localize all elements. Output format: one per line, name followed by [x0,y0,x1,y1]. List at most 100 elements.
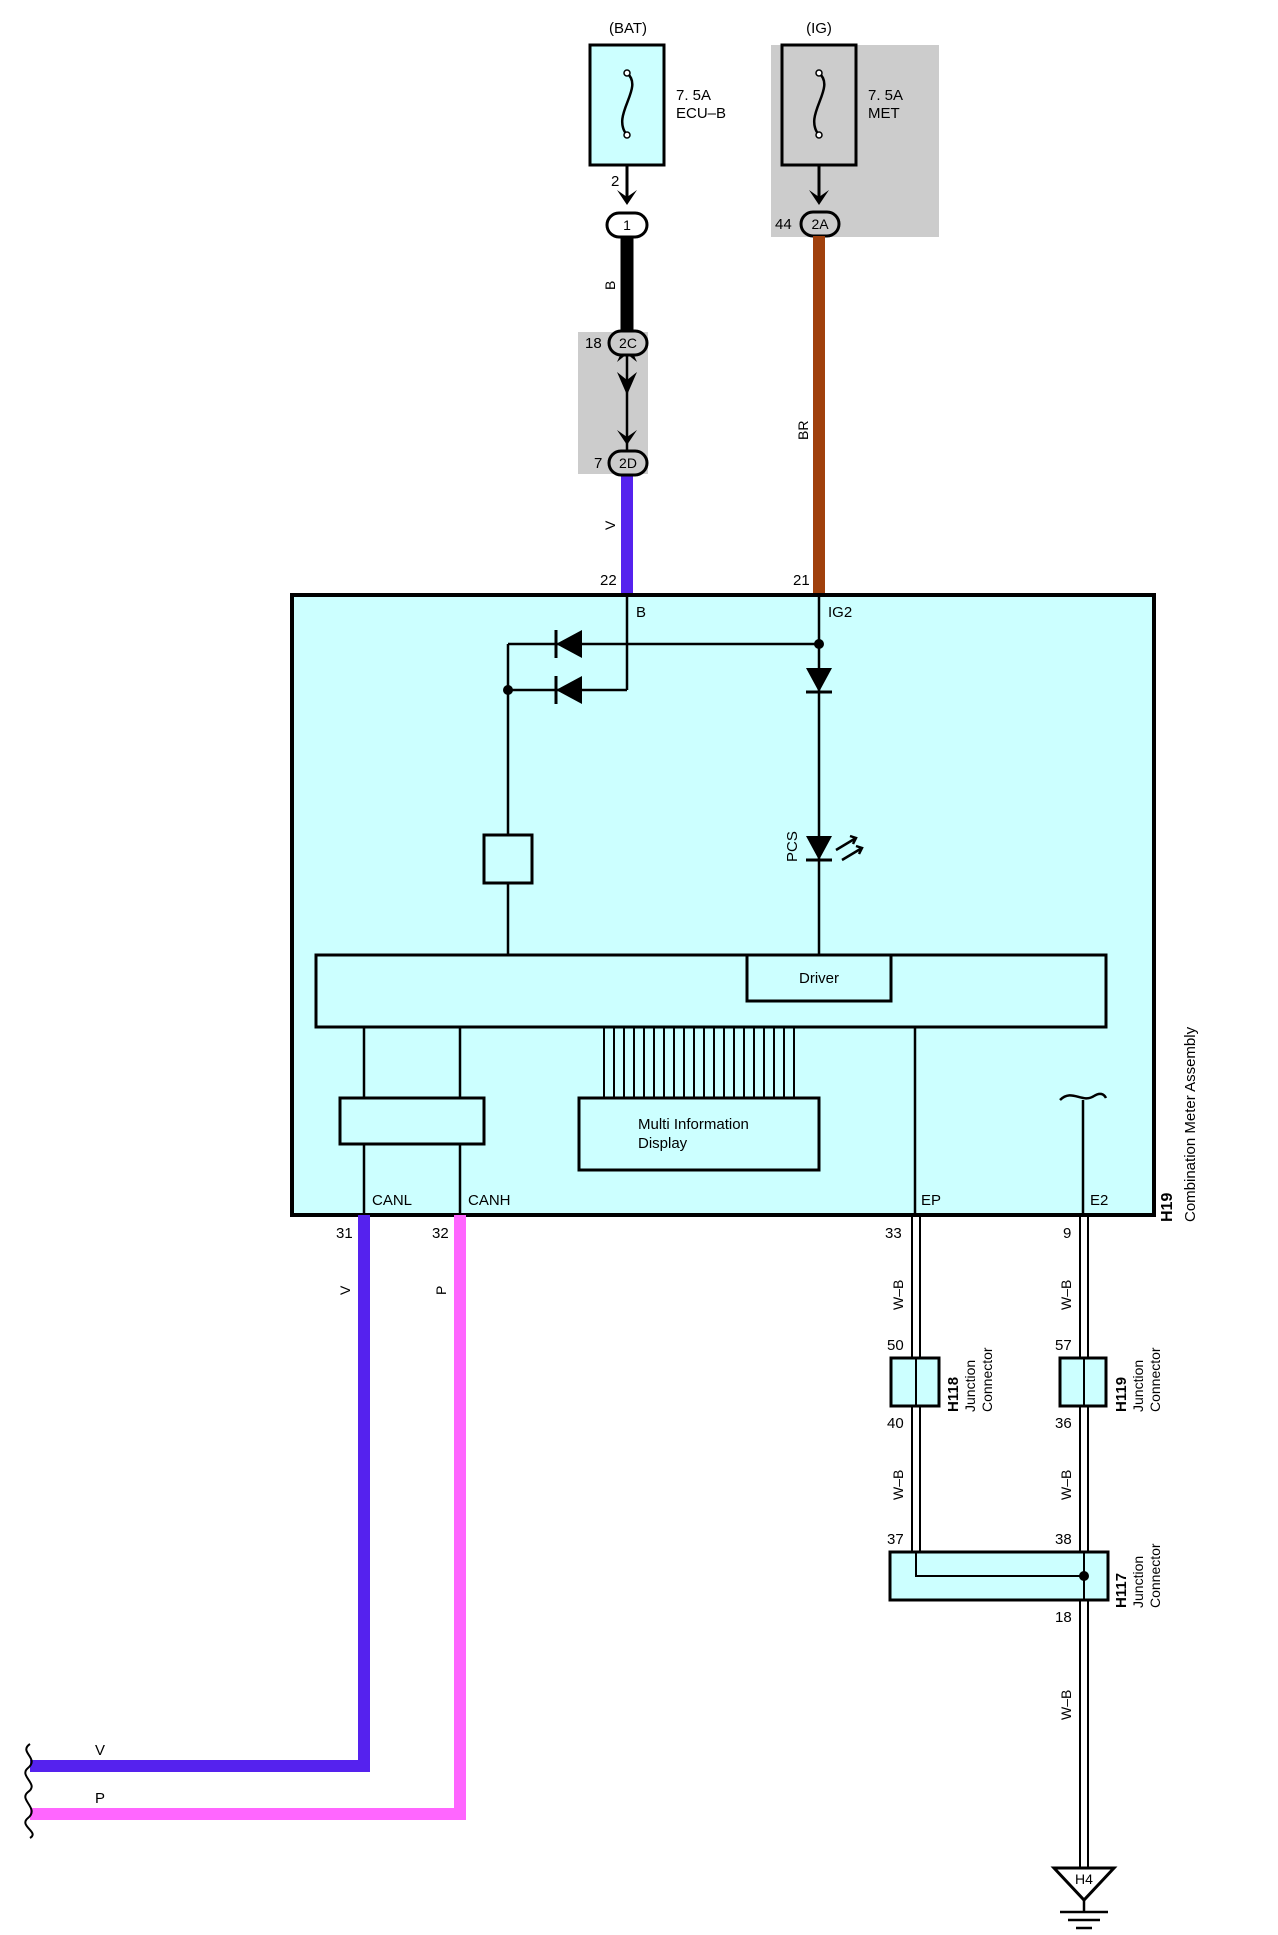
wire-e2-wb-lower [1079,1406,1089,1552]
h117-pin-b: 38 [1055,1531,1072,1548]
ig-fuse-terminal-top [815,69,823,77]
pcs-led-icon [806,836,832,860]
wire-ep-wb [911,1215,921,1358]
pin-ig2-name: IG2 [828,604,852,621]
meter-code: H19 [1159,1193,1176,1222]
ig-arrow [809,190,829,205]
diode-ig2-series-icon [806,668,832,692]
regulator-block [482,833,534,885]
pin-canl-name: CANL [372,1192,412,1209]
h118-code: H118 [945,1377,962,1412]
h119-pin-out: 36 [1055,1415,1072,1432]
wire-b-label: B [602,281,618,290]
display-label-line2: Display [638,1135,688,1152]
h118-line1: Junction [962,1360,978,1412]
bus-v-label: V [95,1742,105,1759]
wire-e2-wb [1079,1215,1089,1358]
connector-1 [605,211,649,239]
node-left [503,685,513,695]
wire-canh-pink [30,1215,466,1820]
pin-b-num: 22 [600,572,617,589]
bat-fuse-name: ECU–B [676,105,726,122]
h119-code: H119 [1113,1377,1130,1412]
pin-b-name: B [636,604,646,621]
pin-canh-num: 32 [432,1225,449,1242]
h117-line1: Junction [1130,1556,1146,1608]
wire-br-label: BR [795,421,811,440]
h117-bus [915,1552,1084,1577]
diode-ig2-icon [556,630,582,658]
driver-label: Driver [799,970,839,987]
ground-h4-code: H4 [1075,1871,1093,1887]
connector-1-id: 1 [623,217,631,233]
wire-ep-upper-label: W–B [890,1280,906,1310]
display-label-line1: Multi Information [638,1116,749,1133]
h117-line2: Connector [1147,1543,1163,1608]
pin-e2-name: E2 [1090,1192,1108,1209]
pin-canl-num: 31 [336,1225,353,1242]
connector-2d-pin: 7 [594,455,602,472]
pin-ep-num: 33 [885,1225,902,1242]
h119-line1: Junction [1130,1360,1146,1412]
pin-e2-num: 9 [1063,1225,1071,1242]
bat-fuse-icon [620,72,634,136]
h119-pin-in: 57 [1055,1337,1072,1354]
h118-pin-out: 40 [887,1415,904,1432]
wire-break-icon [24,1743,34,1839]
bat-fuse-rating: 7. 5A [676,87,711,104]
ig-fuse-name: MET [868,105,900,122]
bus-p-label: P [95,1790,105,1807]
connector-2c [607,329,649,357]
wire-ep-wb-lower [911,1406,921,1552]
ig-fuse-pin: 44 [775,216,792,233]
connector-2d-id: 2D [619,455,637,471]
h119-line2: Connector [1147,1347,1163,1412]
h117-node [1079,1571,1089,1581]
wire-ep-lower-label: W–B [890,1470,906,1500]
h117-code: H117 [1113,1573,1130,1608]
h117-pin-a: 37 [887,1531,904,1548]
bat-fuse-pin: 2 [611,173,619,190]
e2-case-ground-icon [1059,1092,1108,1101]
multi-information-display [577,1096,821,1172]
wire-canl-violet [30,1215,370,1772]
driver-block [745,953,893,1003]
diode-b-icon [556,676,582,704]
ground-earth-icon [1060,1900,1108,1930]
bat-arrow-1 [617,190,637,205]
bat-fuse-terminal-bottom [623,131,631,139]
ig-fuse-icon [812,72,826,136]
connector-2d [607,449,649,477]
ig-source-label: (IG) [806,20,832,37]
pin-canh-name: CANH [468,1192,511,1209]
ig-fuse-terminal-bottom [815,131,823,139]
pin-ep-name: EP [921,1192,941,1209]
bat-arrow-4 [617,430,637,445]
connector-2c-id: 2C [619,335,637,351]
meter-name: Combination Meter Assembly [1182,1026,1199,1222]
display-bus-lines [603,1027,795,1100]
wire-canh-label: P [433,1286,449,1295]
ig-fuse-rating: 7. 5A [868,87,903,104]
connector-2a-id: 2A [811,216,829,232]
wire-ground-wb [1079,1600,1089,1868]
h117-pin-out: 18 [1055,1609,1072,1626]
bat-fuse-terminal-top [623,69,631,77]
cpu-bar [314,953,1108,1029]
wire-ground-label: W–B [1058,1690,1074,1720]
pcs-led-rays-icon [835,834,864,862]
ground-h4-icon [1050,1866,1118,1903]
connector-2c-pin: 18 [585,335,602,352]
wire-e2-lower-label: W–B [1058,1470,1074,1500]
wire-e2-upper-label: W–B [1058,1280,1074,1310]
wire-canl-label: V [337,1285,353,1295]
pin-ig2-num: 21 [793,572,810,589]
pcs-label: PCS [784,831,801,862]
h118-line2: Connector [979,1347,995,1412]
wire-v-label-bat: V [602,520,618,530]
can-transceiver-block [338,1096,486,1146]
h118-pin-in: 50 [887,1337,904,1354]
bat-source-label: (BAT) [609,20,647,37]
